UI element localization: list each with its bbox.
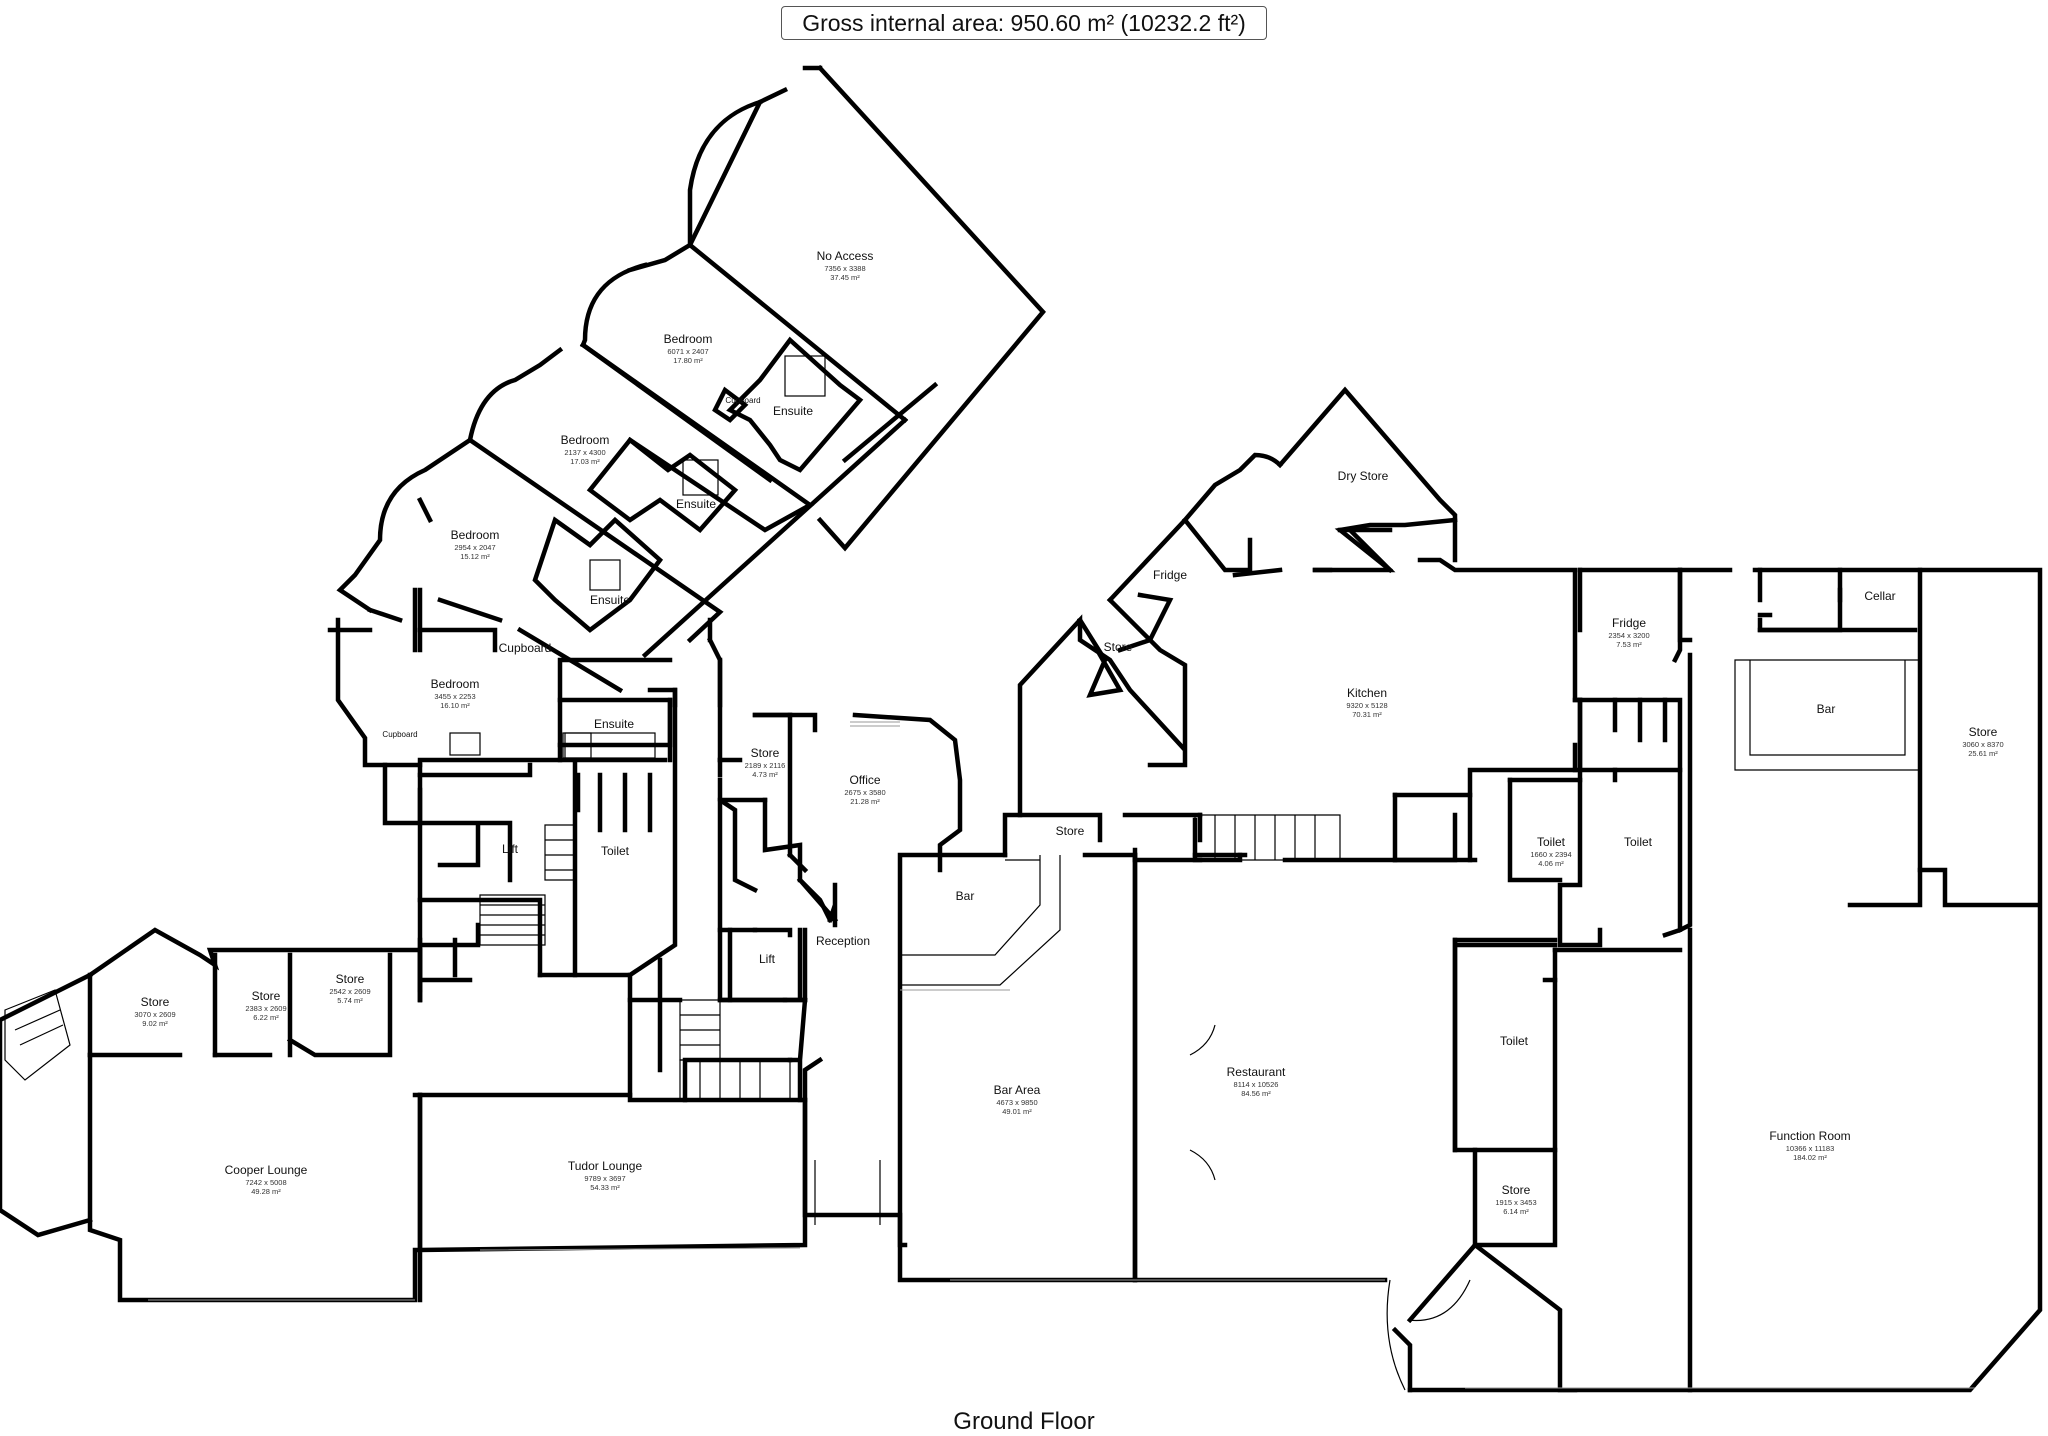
store-a-area: 9.02 m² (142, 1019, 168, 1028)
gross-area-label: Gross internal area: 950.60 m² (10232.2 … (781, 6, 1267, 40)
ensuite-3-label: Ensuite (590, 593, 630, 607)
restaurant-label: Restaurant (1227, 1065, 1286, 1079)
reception-label: Reception (816, 934, 870, 948)
store-a-label: Store (141, 995, 170, 1009)
fridge-2-area: 7.53 m² (1616, 640, 1642, 649)
store-a-dims: 3070 x 2609 (134, 1010, 175, 1019)
kitchen-label: Kitchen (1347, 686, 1387, 700)
cooper-lounge-area: 49.28 m² (251, 1187, 281, 1196)
store-c-area: 5.74 m² (337, 996, 363, 1005)
store-b-area: 6.22 m² (253, 1013, 279, 1022)
store-lower-label: Store (1502, 1183, 1531, 1197)
bar-area-area: 49.01 m² (1002, 1107, 1032, 1116)
no-access-label: No Access (817, 249, 874, 263)
cupboard-1-label: Cupboard (725, 396, 760, 405)
ensuite-1-label: Ensuite (773, 404, 813, 418)
cellar-label: Cellar (1864, 589, 1895, 603)
lift-2-label: Lift (759, 952, 776, 966)
toilet-4-label: Toilet (1500, 1034, 1529, 1048)
store-small-dims: 2189 x 2116 (745, 761, 786, 770)
cooper-lounge-dims: 7242 x 5008 (245, 1178, 286, 1187)
bedroom-4-label: Bedroom (431, 677, 480, 691)
no-access-dims: 7356 x 3388 (824, 264, 865, 273)
restaurant-dims: 8114 x 10526 (1234, 1080, 1279, 1089)
store-b-label: Store (252, 989, 281, 1003)
bedroom-1-area: 17.80 m² (673, 356, 703, 365)
dry-store-label: Dry Store (1338, 469, 1389, 483)
bedroom-2-area: 17.03 m² (570, 457, 600, 466)
toilet-2-area: 4.06 m² (1538, 859, 1564, 868)
function-room-dims: 10366 x 11183 (1786, 1144, 1835, 1153)
toilet-2-dims: 1660 x 2394 (1530, 850, 1571, 859)
bedroom-wing-walls (336, 64, 1046, 694)
function-room-area: 184.02 m² (1793, 1153, 1827, 1162)
store-c-dims: 2542 x 2609 (329, 987, 370, 996)
bedroom-4-area: 16.10 m² (440, 701, 470, 710)
cupboard-3-label: Cupboard (382, 730, 417, 739)
store-lower-dims: 1915 x 3453 (1495, 1198, 1536, 1207)
office-area: 21.28 m² (850, 797, 880, 806)
store-bar-label: Store (1056, 824, 1085, 838)
tudor-lounge-area: 54.33 m² (590, 1183, 620, 1192)
room-labels: No Access 7356 x 3388 37.45 m² Bedroom 6… (134, 249, 2003, 1216)
bedroom-2-dims: 2137 x 4300 (564, 448, 605, 457)
office-dims: 2675 x 3580 (844, 788, 885, 797)
no-access-area: 37.45 m² (830, 273, 860, 282)
fittings (4, 355, 2041, 1391)
fridge-2-dims: 2354 x 3200 (1608, 631, 1649, 640)
ensuite-2-label: Ensuite (676, 497, 716, 511)
bedroom-3-dims: 2954 x 2047 (454, 543, 495, 552)
store-big-label: Store (1969, 725, 1998, 739)
kitchen-area: 70.31 m² (1352, 710, 1382, 719)
bedroom-2-label: Bedroom (561, 433, 610, 447)
bar-top-label: Bar (1817, 702, 1836, 716)
store-kitchen-label: Store (1104, 640, 1133, 654)
store-big-area: 25.61 m² (1968, 749, 1998, 758)
bar-area-label: Bar Area (994, 1083, 1041, 1097)
cooper-lounge-label: Cooper Lounge (225, 1163, 308, 1177)
office-label: Office (849, 773, 880, 787)
fridge-1-label: Fridge (1153, 568, 1187, 582)
bedroom-4-dims: 3455 x 2253 (434, 692, 475, 701)
store-lower-area: 6.14 m² (1503, 1207, 1529, 1216)
lift-1-label: Lift (502, 842, 519, 856)
cupboard-2-label: Cupboard (499, 641, 552, 655)
bar-area-dims: 4673 x 9850 (996, 1098, 1037, 1107)
bedroom-1-label: Bedroom (664, 332, 713, 346)
function-room-label: Function Room (1769, 1129, 1850, 1143)
store-b-dims: 2383 x 2609 (245, 1004, 286, 1013)
bedroom-3-label: Bedroom (451, 528, 500, 542)
bedroom-1-dims: 6071 x 2407 (667, 347, 708, 356)
fridge-2-label: Fridge (1612, 616, 1646, 630)
ensuite-4-label: Ensuite (594, 717, 634, 731)
kitchen-dims: 9320 x 5128 (1346, 701, 1387, 710)
toilet-3-label: Toilet (1624, 835, 1653, 849)
lounges-walls (0, 927, 808, 1303)
store-c-label: Store (336, 972, 365, 986)
floor-label: Ground Floor (953, 1408, 1095, 1435)
store-big-dims: 3060 x 8370 (1962, 740, 2003, 749)
left-upper-block-walls (327, 617, 963, 1103)
toilets-walls (1391, 567, 2043, 1393)
bedroom-3-area: 15.12 m² (460, 552, 490, 561)
bar-small-label: Bar (956, 889, 975, 903)
toilet-1-label: Toilet (601, 844, 630, 858)
tudor-lounge-dims: 9789 x 3697 (584, 1174, 625, 1183)
toilet-2-label: Toilet (1537, 835, 1566, 849)
store-small-label: Store (751, 746, 780, 760)
restaurant-area: 84.56 m² (1241, 1089, 1271, 1098)
tudor-lounge-label: Tudor Lounge (568, 1159, 643, 1173)
store-small-area: 4.73 m² (752, 770, 778, 779)
